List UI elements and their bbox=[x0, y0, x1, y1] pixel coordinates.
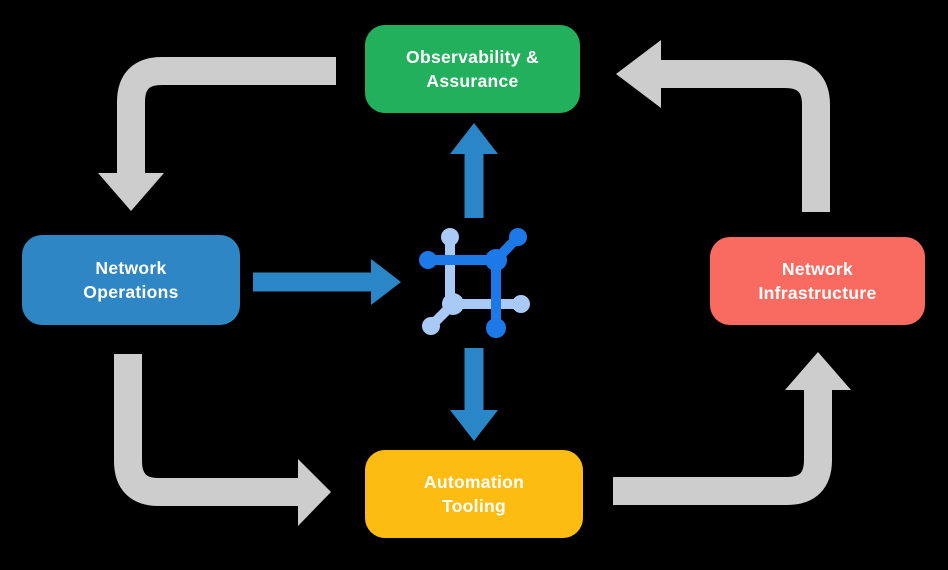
node-network-infrastructure: Network Infrastructure bbox=[710, 237, 925, 325]
arrow-head bbox=[450, 410, 498, 441]
arrow-icon-to-observability bbox=[450, 123, 498, 218]
arrow-head bbox=[371, 259, 401, 305]
arrow-head bbox=[450, 123, 498, 154]
network-node-icon-light bbox=[422, 228, 530, 335]
arrow-infrastructure-to-observability bbox=[616, 40, 830, 212]
node-label-line2: Tooling bbox=[442, 496, 506, 516]
icon-node bbox=[486, 318, 506, 338]
node-label-line2: Operations bbox=[83, 282, 179, 302]
icon-node bbox=[419, 251, 437, 269]
arrow-head bbox=[616, 40, 661, 108]
node-label-line1: Automation bbox=[423, 472, 525, 492]
icon-node bbox=[485, 249, 507, 271]
arrow-operations-to-automation bbox=[114, 354, 331, 526]
arrow-head bbox=[98, 173, 164, 211]
arrow-shaft bbox=[117, 57, 336, 174]
node-label-line1: Observability & bbox=[406, 47, 539, 67]
network-node-icon-dark bbox=[419, 228, 527, 338]
arrow-shaft bbox=[613, 389, 832, 505]
icon-node bbox=[442, 293, 464, 315]
network-node-icon bbox=[419, 228, 530, 338]
arrow-observability-to-operations bbox=[98, 57, 336, 211]
arrow-shaft bbox=[660, 60, 830, 212]
icon-node bbox=[512, 295, 530, 313]
node-label-line1: Network bbox=[95, 258, 167, 278]
icon-node bbox=[509, 228, 527, 246]
node-label-line2: Assurance bbox=[426, 71, 519, 91]
arrow-icon-to-automation bbox=[450, 348, 498, 441]
icon-node bbox=[441, 228, 459, 246]
node-automation-tooling: Automation Tooling bbox=[365, 450, 583, 538]
icon-node bbox=[422, 317, 440, 335]
node-observability-assurance: Observability & Assurance bbox=[365, 25, 580, 113]
arrow-automation-to-infrastructure bbox=[613, 352, 851, 505]
node-network-operations: Network Operations bbox=[22, 235, 240, 325]
node-label-line1: Network bbox=[781, 259, 854, 279]
node-label-line2: Infrastructure bbox=[758, 283, 877, 303]
arrow-operations-to-icon bbox=[253, 259, 401, 305]
arrow-head bbox=[298, 459, 331, 526]
arrow-shaft bbox=[114, 354, 299, 506]
arrow-head bbox=[785, 352, 851, 390]
